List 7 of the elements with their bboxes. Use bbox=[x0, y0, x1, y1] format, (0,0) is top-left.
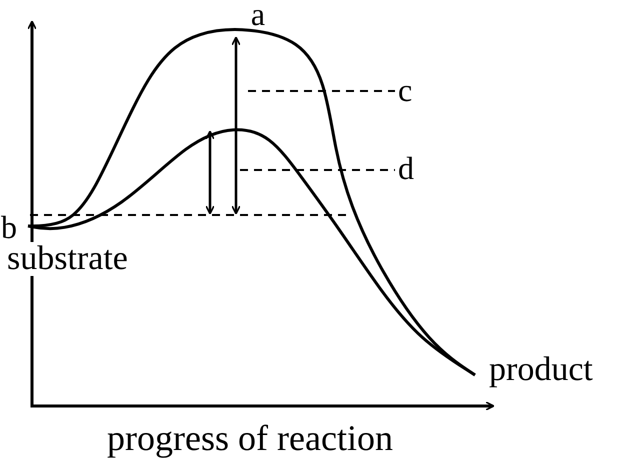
state-label: substrate bbox=[7, 242, 128, 276]
state-label: product bbox=[489, 353, 593, 387]
point-label: c bbox=[398, 74, 412, 106]
point-label: b bbox=[1, 211, 17, 243]
point-label: a bbox=[250, 0, 266, 30]
point-label: d bbox=[398, 152, 414, 184]
axis-title: progress of reaction bbox=[107, 420, 393, 456]
